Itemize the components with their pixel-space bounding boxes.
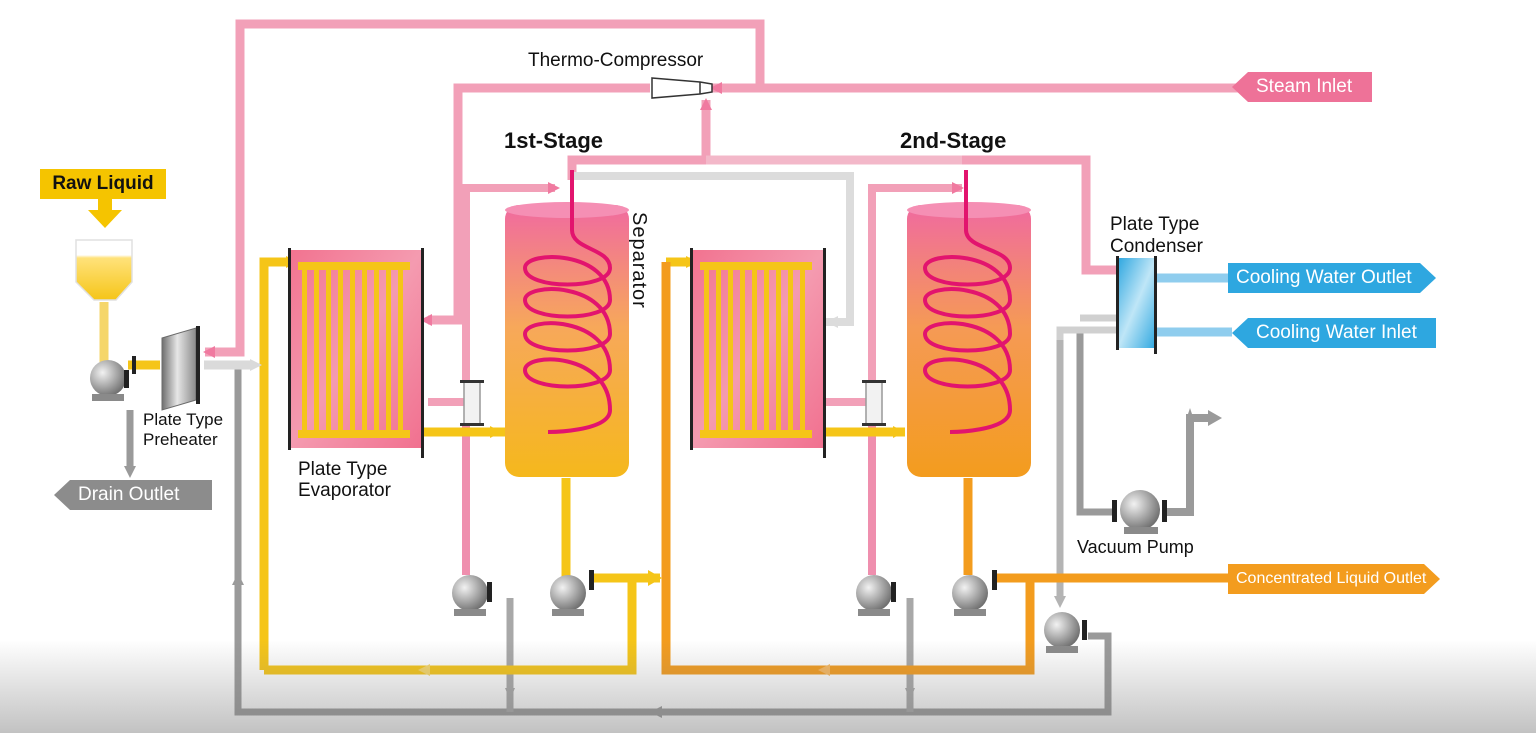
thermo-compressor-symbol: [651, 77, 713, 99]
plate-type-preheater: [132, 326, 200, 411]
evaporator-label-line2: Evaporator: [298, 480, 391, 501]
evaporator-label-line1: Plate Type: [298, 459, 388, 480]
steam-inlet-tag: Steam Inlet: [1232, 72, 1372, 102]
drain-lines: [126, 314, 1210, 716]
preheater-label-line2: Preheater: [143, 430, 218, 449]
separator-label: Separator: [628, 212, 650, 309]
raw-liquid-tag: Raw Liquid: [40, 169, 166, 199]
vacuum-pump-label: Vacuum Pump: [1077, 537, 1194, 557]
pumps: [90, 360, 1167, 653]
condenser-label-line2: Condenser: [1110, 236, 1203, 257]
second-stage-label: 2nd-Stage: [900, 128, 1007, 153]
pump-1: [452, 575, 492, 616]
evaporator-2: [690, 248, 826, 458]
thermo-compressor-label: Thermo-Compressor: [528, 50, 704, 71]
cooling-lines: [1156, 273, 1232, 337]
plate-type-condenser: [1116, 256, 1157, 354]
sight-glasses: [460, 380, 886, 426]
feed-pump: [90, 360, 129, 401]
separator-2: [907, 170, 1031, 477]
concentrated-liquid-outlet-tag: Concentrated Liquid Outlet: [1228, 564, 1440, 594]
first-stage-label: 1st-Stage: [504, 128, 604, 153]
preheater-label-line1: Plate Type: [143, 410, 224, 429]
evaporator-1: [288, 248, 424, 458]
evaporator-2-plates: [704, 262, 805, 438]
pump-4: [952, 570, 997, 616]
evaporator-1-plates: [302, 262, 403, 438]
cooling-water-outlet-tag: Cooling Water Outlet: [1228, 263, 1436, 293]
cooling-water-inlet-tag: Cooling Water Inlet: [1232, 318, 1436, 348]
separator-1: [505, 170, 629, 477]
pump-3: [856, 575, 896, 616]
raw-liquid-feed: [75, 196, 133, 301]
pump-2: [550, 570, 594, 616]
steam-lines: [205, 19, 1245, 575]
condenser-label-line1: Plate Type: [1110, 214, 1200, 235]
drain-outlet-tag: Drain Outlet: [54, 480, 212, 510]
liquid-lines: [99, 257, 1228, 675]
flow-arrows: [124, 82, 1222, 718]
condensate-pump: [1044, 612, 1087, 653]
vacuum-pump-symbol: [1112, 490, 1167, 534]
